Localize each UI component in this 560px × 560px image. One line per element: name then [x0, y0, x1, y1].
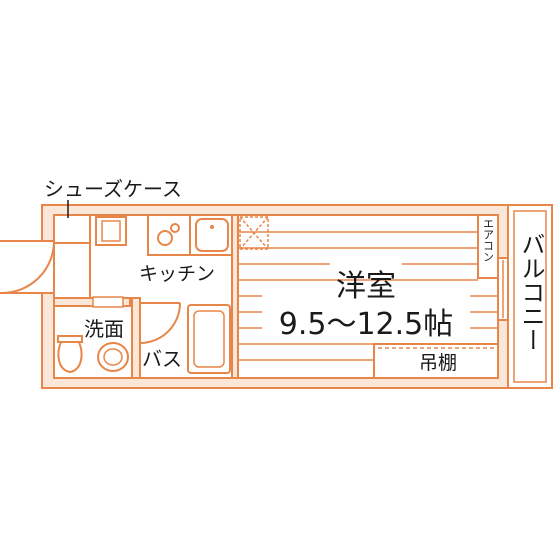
label-storage-shelf: 吊棚 [419, 352, 457, 374]
kitchen-sink [195, 218, 229, 252]
fridge-space [95, 216, 127, 246]
wash-basin-inner [103, 348, 123, 366]
ceiling-hatch-x2 [239, 216, 269, 250]
label-washroom: 洗面 [84, 317, 124, 341]
kitchen-sink-drain [210, 225, 214, 229]
label-aircon: エアコン [482, 218, 495, 262]
balcony [507, 204, 553, 389]
main-room-flooring [238, 231, 498, 361]
shoe-case [53, 214, 91, 299]
label-shoe-case: シューズケース [44, 177, 182, 201]
label-balcony: バルコニー [517, 232, 545, 352]
bathtub [187, 304, 231, 374]
label-bath: バス [142, 347, 182, 371]
label-kitchen: キッチン [139, 263, 215, 285]
hanging-shelf [373, 343, 499, 379]
label-main-room: 洋室 [336, 269, 396, 304]
wash-basin-outer [97, 342, 129, 372]
balcony-inner [513, 210, 547, 383]
label-main-room-size: 9.5〜12.5帖 [279, 307, 454, 342]
fridge-inner [101, 220, 121, 242]
washroom-door-gap [92, 296, 124, 308]
toilet [57, 335, 83, 374]
bath-door-swing [139, 302, 181, 344]
bathtub-inner [193, 310, 225, 368]
stove-burner-small [170, 223, 180, 233]
kitchen-room-partition [231, 214, 239, 379]
stove-burner-large [157, 230, 173, 246]
washroom-bath-wall [131, 297, 141, 379]
aircon-unit [477, 214, 499, 279]
